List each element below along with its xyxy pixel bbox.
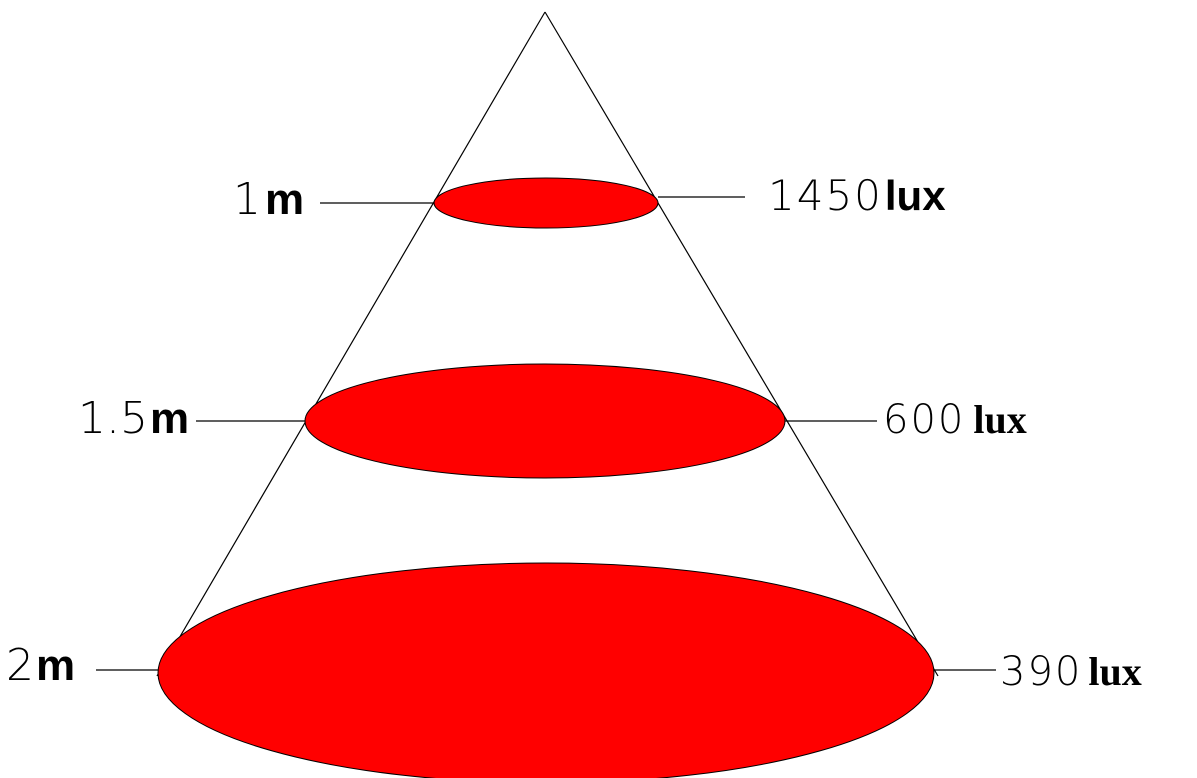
distance-label-1m: 1m [233, 174, 304, 225]
illuminance-label-1450: 1450lux [768, 171, 946, 220]
cone-right-edge [544, 11, 939, 677]
distance-unit: m [36, 641, 75, 690]
illuminance-value: 1450 [768, 171, 883, 220]
distance-value: 1.5 [78, 393, 148, 444]
illuminance-unit: lux [1088, 649, 1141, 694]
illuminance-value: 390 [1000, 649, 1082, 695]
illuminance-value: 600 [883, 397, 965, 443]
beam-section-1-5m [304, 363, 786, 479]
distance-value: 2 [6, 640, 34, 691]
cone-left-edge [156, 11, 546, 677]
distance-unit: m [265, 175, 304, 224]
distance-label-2m: 2m [6, 640, 75, 691]
illuminance-unit: lux [885, 172, 946, 219]
distance-label-1-5m: 1.5m [78, 393, 189, 444]
beam-section-2m [157, 562, 935, 778]
beam-section-1m [433, 177, 659, 229]
illuminance-unit: lux [973, 397, 1026, 442]
distance-value: 1 [233, 174, 261, 225]
distance-unit: m [150, 394, 189, 443]
